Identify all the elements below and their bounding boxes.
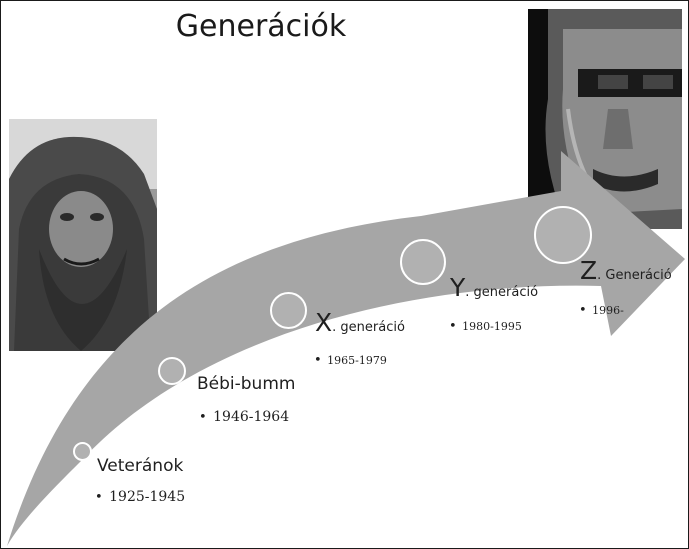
generation-label-y: Y. generáció xyxy=(450,273,538,302)
generation-years-x: • 1965-1979 xyxy=(314,353,387,368)
generation-label-x: X. generáció xyxy=(315,308,405,337)
generation-suffix-y: . generáció xyxy=(465,285,538,300)
generation-suffix-x: . generáció xyxy=(332,320,405,335)
generation-label-veteranok: Veteránok xyxy=(97,456,183,476)
bullet: • xyxy=(449,319,457,334)
timeline-arrow-shape xyxy=(7,151,685,546)
years-text: 1965-1979 xyxy=(327,354,387,367)
generation-years-y: • 1980-1995 xyxy=(449,319,522,334)
generation-years-bebi-bumm: • 1946-1964 xyxy=(199,409,289,425)
timeline-node-y xyxy=(400,239,446,285)
years-text: 1980-1995 xyxy=(462,320,522,333)
generation-letter-z: Z xyxy=(580,256,597,285)
bullet: • xyxy=(95,490,103,505)
generation-years-veteranok: • 1925-1945 xyxy=(95,489,185,505)
generation-letter-y: Y xyxy=(450,273,465,302)
bullet: • xyxy=(314,353,322,368)
timeline-node-veteranok xyxy=(73,442,92,461)
generation-suffix-z: . Generáció xyxy=(597,268,672,283)
bullet: • xyxy=(579,303,587,318)
timeline-node-x xyxy=(270,292,307,329)
timeline-node-bebi-bumm xyxy=(158,357,186,385)
generation-letter-x: X xyxy=(315,308,332,337)
generation-label-z: Z. Generáció xyxy=(580,256,672,285)
years-text: 1925-1945 xyxy=(109,489,185,505)
years-text: 1946-1964 xyxy=(213,409,289,425)
bullet: • xyxy=(199,410,207,425)
years-text: 1996- xyxy=(592,304,624,317)
generation-years-z: • 1996- xyxy=(579,303,624,318)
generation-label-bebi-bumm: Bébi-bumm xyxy=(197,374,295,394)
